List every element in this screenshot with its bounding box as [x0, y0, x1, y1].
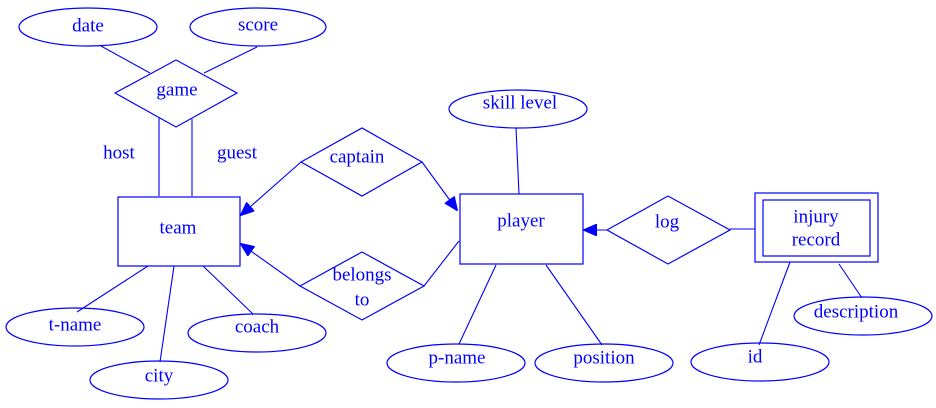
attribute-t-name-label: t-name	[49, 314, 102, 335]
attribute-id[interactable]: id	[690, 342, 830, 382]
relationship-game-label: game	[156, 79, 197, 100]
attribute-description[interactable]: description	[793, 296, 933, 336]
relationship-game[interactable]: game	[113, 59, 239, 128]
attribute-t-name[interactable]: t-name	[5, 307, 145, 347]
relationship-log[interactable]: log	[605, 195, 732, 265]
attribute-city[interactable]: city	[89, 360, 229, 400]
attribute-coach[interactable]: coach	[187, 313, 327, 353]
edge-captain-player	[421, 161, 457, 210]
role-label-host: host	[103, 142, 135, 163]
attribute-id-label: id	[748, 346, 763, 367]
edge-belongs-player	[423, 240, 460, 287]
edge-team-tname	[76, 265, 149, 313]
attribute-position-label: position	[573, 347, 635, 368]
attribute-score-label: score	[238, 14, 278, 35]
attribute-city-label: city	[145, 365, 174, 386]
attribute-date[interactable]: date	[18, 7, 158, 47]
entity-injury-record[interactable]: injury record	[754, 192, 879, 263]
entity-player-label: player	[497, 210, 545, 231]
relationship-belongs-to-label-line2: to	[355, 289, 370, 310]
edge-player-pname	[458, 264, 497, 345]
edge-date-game	[100, 45, 151, 74]
attribute-skill-level-label: skill level	[483, 92, 557, 113]
attribute-score[interactable]: score	[189, 7, 327, 47]
edge-belongs-team	[241, 244, 301, 287]
relationship-belongs-to-label-line1: belongs	[332, 264, 391, 285]
attribute-position[interactable]: position	[534, 343, 674, 383]
relationship-captain[interactable]: captain	[299, 127, 424, 197]
entity-injury-record-label-line2: record	[792, 229, 841, 250]
edge-player-position	[545, 264, 603, 346]
edge-injury-description	[838, 263, 863, 299]
entity-team[interactable]: team	[117, 196, 241, 267]
edge-team-coach	[202, 265, 254, 315]
relationship-captain-label: captain	[330, 146, 385, 167]
edge-captain-team	[241, 161, 302, 215]
attribute-p-name-label: p-name	[429, 347, 486, 368]
edge-score-game	[203, 46, 258, 74]
entity-team-label: team	[160, 217, 197, 238]
edge-team-city	[159, 265, 175, 363]
attribute-coach-label: coach	[235, 316, 280, 337]
attribute-description-label: description	[814, 301, 899, 322]
attribute-p-name[interactable]: p-name	[386, 343, 526, 383]
attribute-date-label: date	[72, 15, 104, 36]
relationship-belongs-to[interactable]: belongs to	[298, 251, 426, 321]
entity-player[interactable]: player	[459, 193, 584, 265]
entity-injury-record-label-line1: injury	[793, 206, 839, 227]
edge-skill-player	[515, 127, 520, 195]
relationship-log-label: log	[655, 211, 680, 232]
edge-injury-id	[758, 261, 791, 346]
role-label-guest: guest	[217, 142, 258, 163]
attribute-skill-level[interactable]: skill level	[448, 89, 588, 129]
